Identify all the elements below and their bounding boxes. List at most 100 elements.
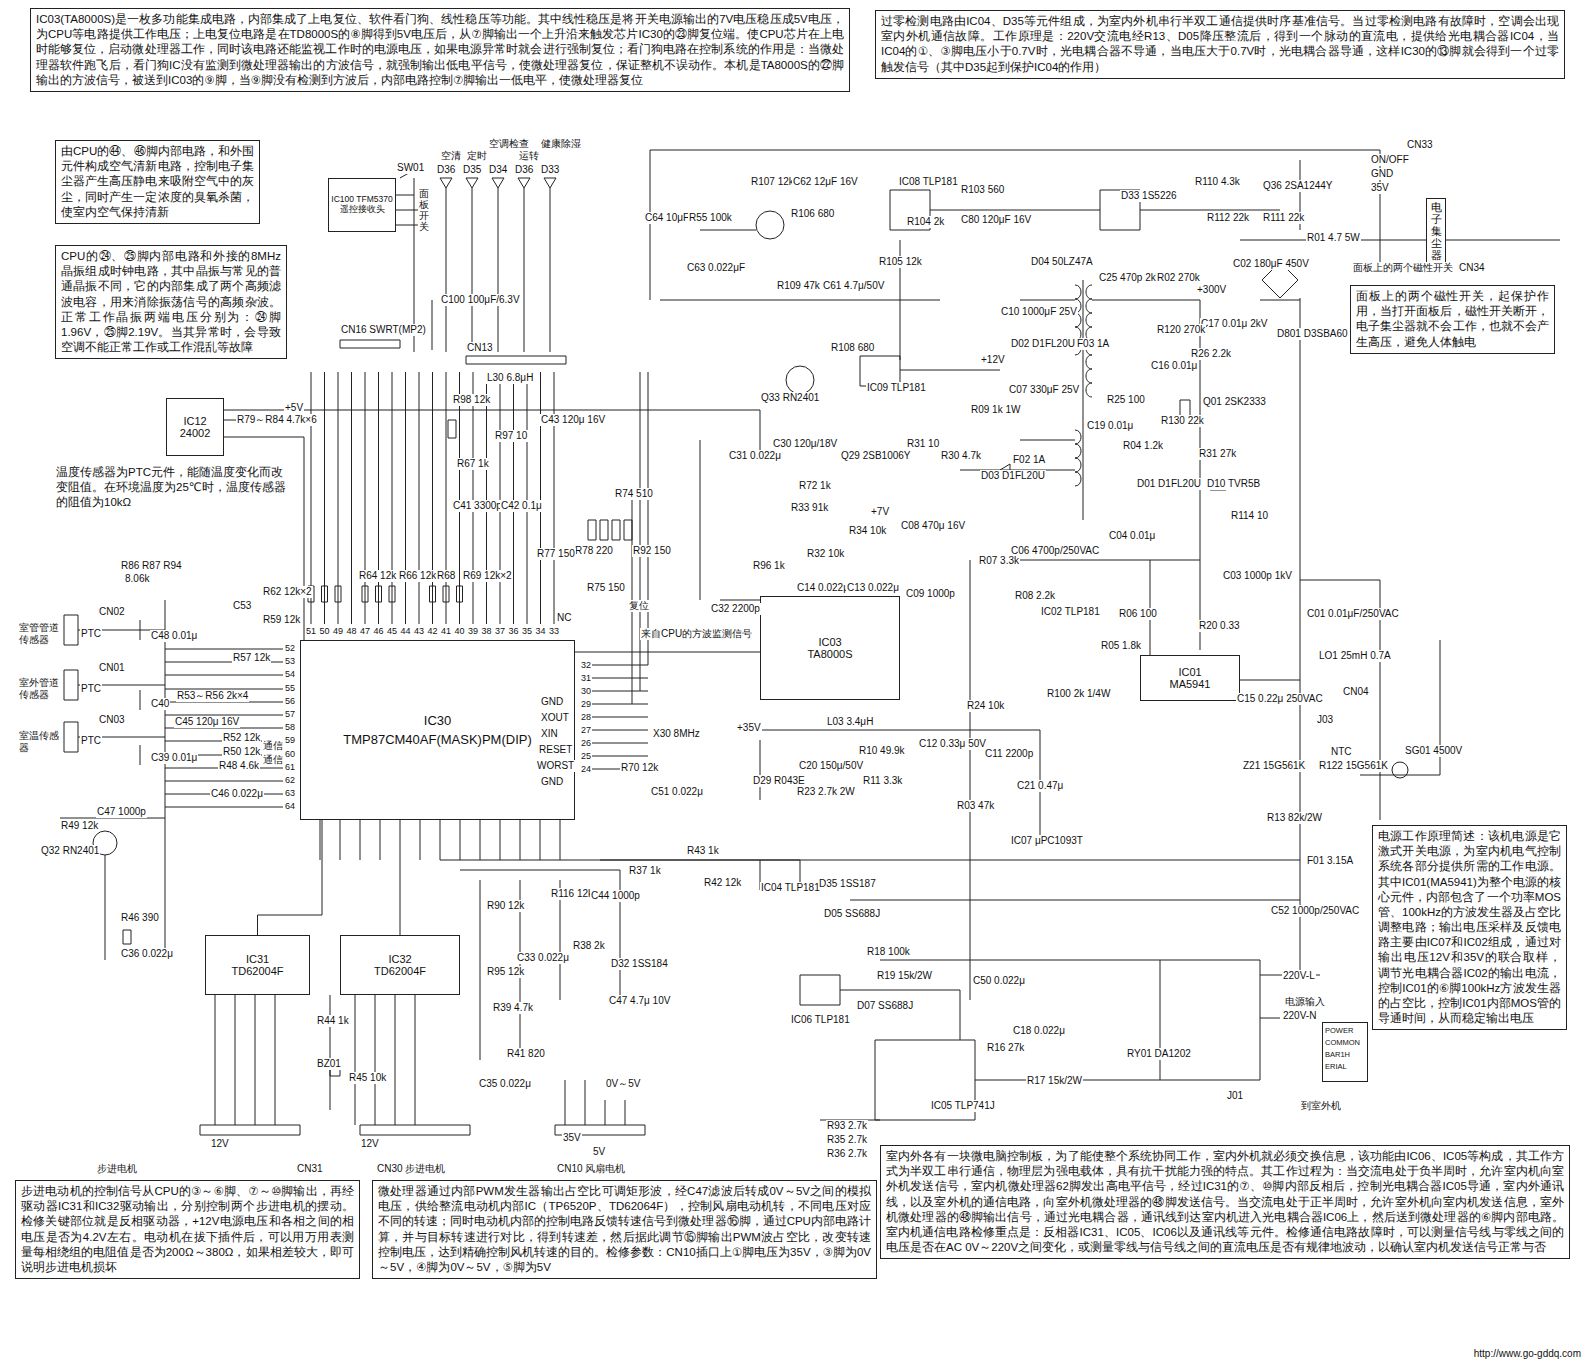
note-box: 室内外各有一块微电脑控制板，为了能使整个系统协同工作，室内外机就必须交换信息，该…: [880, 1145, 1570, 1259]
component-label: C41 3300p: [452, 500, 503, 512]
component-label: R109 47k: [776, 280, 821, 292]
component-label: ON/OFF: [1370, 154, 1410, 166]
resistor-symbol: [308, 420, 632, 602]
component-label: R20 0.33: [1198, 620, 1241, 632]
component-label: X30 8MHz: [652, 728, 701, 740]
component-label: CN10 风扇电机: [556, 1163, 626, 1175]
component-label: R11 3.3k: [862, 775, 903, 787]
component-label: D35 1SS187: [818, 878, 877, 890]
component-label: R49 12k: [60, 820, 99, 832]
component-label: C03 1000p 1kV: [1222, 570, 1293, 582]
component-label: R26 2.2k: [1190, 348, 1232, 360]
note-box: CPU的㉔、㉕脚内部电路和外接的8MHz晶振组成时钟电路，其中晶振与常见的普通晶…: [55, 245, 287, 359]
component-label: GND: [1370, 168, 1394, 180]
component-label: R17 15k/2W: [1026, 1075, 1083, 1087]
component-label: NC: [556, 612, 572, 624]
pin-number: 50: [319, 626, 331, 637]
pin-number: 55: [284, 683, 296, 694]
note-box: IC03(TA8000S)是一枚多功能集成电路，内部集成了上电复位、软件看门狗、…: [30, 8, 850, 92]
pin-number: 44: [400, 626, 412, 637]
component-label: F02 1A: [1012, 454, 1046, 466]
pin-number: 30: [580, 686, 592, 697]
node-text: IC01: [1178, 666, 1201, 678]
component-label: XOUT: [540, 712, 570, 724]
component-label: C61 4.7μ/50V: [822, 280, 885, 292]
pin-number: 63: [284, 788, 296, 799]
component-label: R19 15k/2W: [876, 970, 933, 982]
node-text: IC03: [818, 636, 841, 648]
component-label: C45 120μ 16V: [174, 716, 240, 728]
component-label: R108 680: [830, 342, 875, 354]
component-label: C52 1000p/250VAC: [1270, 905, 1360, 917]
component-label: XIN: [540, 728, 559, 740]
component-label: D33 1S5226: [1120, 190, 1178, 202]
component-label: R122 15G561K: [1318, 760, 1389, 772]
note-box: 微处理器通过内部PWM发生器输出占空比可调矩形波，经C47滤波后转成0V～5V之…: [372, 1180, 877, 1279]
component-label: R104 2k: [906, 216, 945, 228]
component-label: C35 0.022μ: [478, 1078, 532, 1090]
component-label: Z21 15G561K: [1242, 760, 1306, 772]
component-label: R93 2.7k: [826, 1120, 868, 1132]
component-label: D02 D1FL20U: [1010, 338, 1076, 350]
component-label: C44 1000p: [590, 890, 641, 902]
component-label: C06 4700p/250VAC: [1010, 545, 1100, 557]
component-label: R41 820: [506, 1048, 546, 1060]
ic-box: IC100 TFM5370 遥控接收头: [328, 178, 396, 232]
connector-symbol: [222, 195, 760, 600]
node-text: TD62004F: [232, 965, 284, 977]
component-label: +35V: [736, 722, 762, 734]
component-label: 空清: [440, 150, 462, 162]
component-label: C42 0.1μ: [500, 500, 543, 512]
component-label: IC06 TLP181: [790, 1014, 851, 1026]
component-label: C80 120μF 16V: [960, 214, 1032, 226]
component-label: R33 91k: [790, 502, 829, 514]
note-text: 温度传感器为PTC元件，能随温度变化而改变阻值。在环境温度为25℃时，温度传感器…: [55, 465, 292, 511]
ic-box: IC32TD62004F: [340, 935, 460, 995]
component-label: R105 12k: [878, 256, 923, 268]
component-label: D32 1SS184: [610, 958, 669, 970]
component-label: R36 2.7k: [826, 1148, 868, 1160]
component-label: R46 390: [120, 912, 160, 924]
pin-number: 31: [580, 673, 592, 684]
component-label: R62 12k×2: [262, 586, 313, 598]
component-label: 8.06k: [124, 573, 150, 585]
component-label: R31 10: [906, 438, 940, 450]
node-text: IC31: [246, 953, 269, 965]
component-label: R02 270k: [1156, 272, 1201, 284]
component-label: 12V: [210, 1138, 230, 1150]
pin-number: 56: [284, 696, 296, 707]
ic-box: IC31TD62004F: [205, 935, 310, 995]
component-label: C25 470p 2kV: [1098, 272, 1163, 284]
component-label: R92 150: [632, 545, 672, 557]
component-label: D04 50LZ47A: [1030, 256, 1094, 268]
component-label: CN13: [466, 342, 494, 354]
component-label: D03 D1FL20U: [980, 470, 1046, 482]
component-label: C15 0.22μ 250VAC: [1236, 693, 1324, 705]
component-label: R48 4.6k: [218, 760, 260, 772]
signal-wire: [575, 652, 760, 653]
component-label: F03 1A: [1076, 338, 1110, 350]
component-label: R13 82k/2W: [1266, 812, 1323, 824]
component-label: R23 2.7k 2W: [796, 786, 856, 798]
pin-number: 27: [580, 725, 592, 736]
component-label: 到室外机: [1300, 1100, 1342, 1112]
component-label: 面板开关: [418, 188, 430, 232]
pin-number: 48: [346, 626, 358, 637]
transistor-symbol: [60, 818, 165, 960]
component-label: C14 0.022μ: [796, 582, 850, 594]
note-box: 由CPU的㊹、㊻脚内部电路，和外围元件构成空气清新电路，控制电子集尘器产生高压静…: [55, 140, 260, 224]
component-label: GND: [540, 696, 564, 708]
pin-number: 58: [284, 722, 296, 733]
pin-number: 64: [284, 801, 296, 812]
ic-box: IC01MA5941: [1140, 655, 1240, 701]
node-text: TA8000S: [807, 648, 852, 660]
component-label: C01 0.01μF/250VAC: [1306, 608, 1400, 620]
component-label: R95 12k: [486, 966, 525, 978]
component-label: C07 330μF 25V: [1008, 384, 1080, 396]
component-label: R57 12k: [232, 652, 271, 664]
component-label: http://www.go-gddq.com: [1473, 1348, 1582, 1360]
component-label: PTC: [80, 628, 102, 640]
component-label: +5V: [284, 402, 304, 414]
component-label: 空调检查: [488, 138, 530, 150]
component-label: 220V-N: [1282, 1010, 1317, 1022]
